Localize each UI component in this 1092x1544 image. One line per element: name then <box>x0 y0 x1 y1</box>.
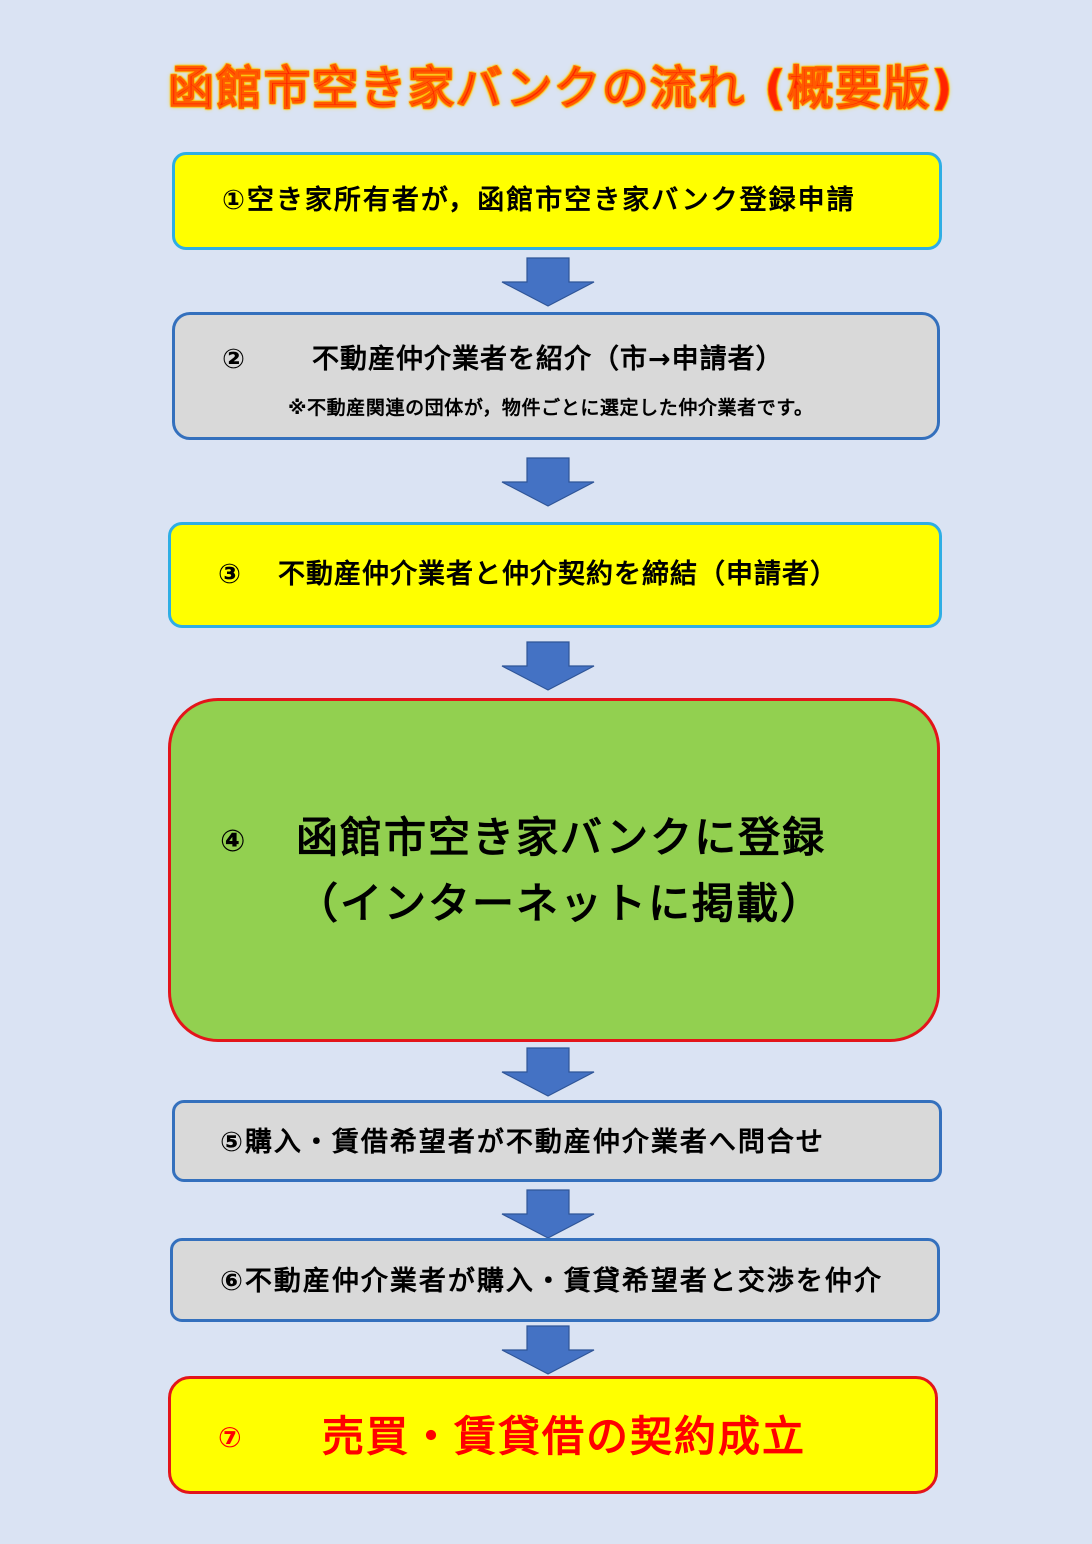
step-4-box: ④ 函館市空き家バンクに登録 （インターネットに掲載） <box>168 698 940 1042</box>
down-arrow-6-to-7 <box>501 1325 595 1375</box>
down-arrow-3-to-4 <box>501 641 595 691</box>
step-3-box: ③ 不動産仲介業者と仲介契約を締結（申請者） <box>168 522 942 628</box>
down-arrow-4-to-5 <box>501 1047 595 1097</box>
down-arrow-2-to-3 <box>501 457 595 507</box>
step-4-label-line-2: （インターネットに掲載） <box>296 879 825 928</box>
step-6-number: ⑥ <box>220 1265 245 1297</box>
step-7-label: 売買・賃貸借の契約成立 <box>322 1412 807 1461</box>
page-title: 函館市空き家バンクの流れ (概要版) <box>167 61 955 116</box>
step-6-label: 不動産仲介業者が購入・賃貸希望者と交渉を仲介 <box>244 1265 883 1297</box>
step-3-label: 不動産仲介業者と仲介契約を締結（申請者） <box>278 559 838 590</box>
step-4-label: 函館市空き家バンクに登録 <box>296 813 827 862</box>
step-7-box: ⑦ 売買・賃貸借の契約成立 <box>168 1376 938 1494</box>
step-3-number: ③ <box>218 559 242 590</box>
step-2-note: ※不動産関連の団体が，物件ごとに選定した仲介業者です。 <box>288 397 814 419</box>
step-2-box: ② 不動産仲介業者を紹介（市→申請者） ※不動産関連の団体が，物件ごとに選定した… <box>172 312 940 440</box>
step-1-number: ① <box>222 185 247 216</box>
down-arrow-5-to-6 <box>501 1189 595 1239</box>
down-arrow-1-to-2 <box>501 257 595 307</box>
step-7-number: ⑦ <box>218 1420 242 1454</box>
step-1-label: 空き家所有者が，函館市空き家バンク登録申請 <box>246 185 856 216</box>
step-5-label: 購入・賃借希望者が不動産仲介業者へ問合せ <box>244 1127 825 1158</box>
step-4-number: ④ <box>220 824 246 859</box>
step-5-number: ⑤ <box>220 1127 245 1158</box>
step-2-number: ② <box>222 344 246 375</box>
step-2-label: 不動産仲介業者を紹介（市→申請者） <box>312 344 784 375</box>
